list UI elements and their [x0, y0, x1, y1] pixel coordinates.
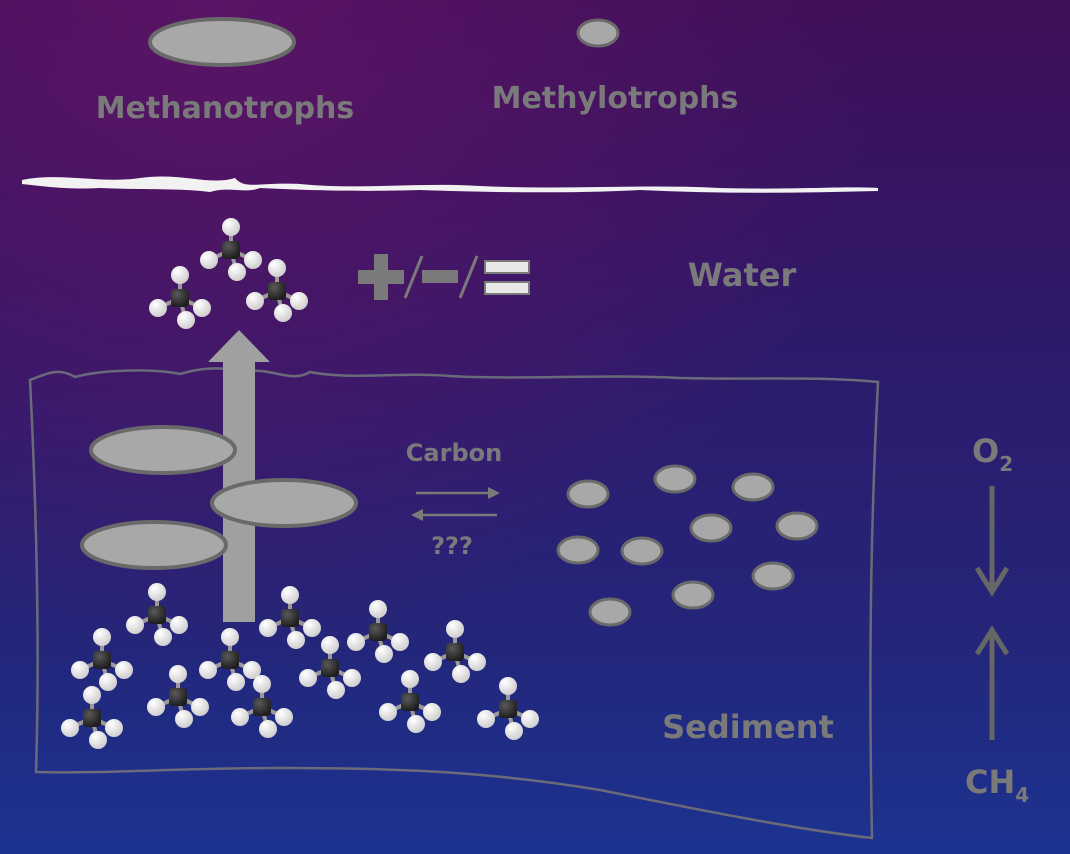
methylotroph-legend-cell — [576, 18, 620, 48]
minus-icon — [422, 270, 458, 283]
methane-up-arrow-icon — [974, 625, 1010, 740]
methylotroph-cell — [653, 464, 697, 494]
methylotroph-cell — [671, 580, 715, 610]
methane-molecule — [475, 675, 541, 742]
slash-icon — [403, 255, 424, 299]
methylotroph-cell — [588, 597, 632, 627]
methane-molecule — [198, 216, 264, 283]
water-surface-line — [22, 176, 878, 193]
methylotroph-cell — [566, 479, 610, 509]
oxygen-label: O2 — [972, 432, 1013, 476]
methane-molecule — [147, 264, 213, 331]
effect-symbols — [358, 254, 530, 300]
methanotroph-cell — [80, 520, 228, 570]
methylotroph-cell — [556, 535, 600, 565]
methane-molecule — [197, 626, 263, 693]
equals-icon — [484, 260, 530, 295]
exchange-arrows-icon — [411, 487, 500, 521]
methane-molecule — [145, 663, 211, 730]
methylotroph-cell — [751, 561, 795, 591]
methane-label: CH4 — [965, 763, 1029, 807]
methane-molecule — [59, 684, 125, 751]
methanotrophs-label: Methanotrophs — [96, 91, 355, 126]
unknown-label: ??? — [431, 532, 473, 560]
methanotroph-cell — [210, 478, 358, 528]
methanotroph-cell — [89, 425, 237, 475]
methane-molecule — [377, 668, 443, 735]
methane-molecule — [257, 584, 323, 651]
methylotroph-cell — [775, 511, 819, 541]
water-label: Water — [688, 256, 797, 294]
oxygen-down-arrow-icon — [974, 486, 1010, 597]
carbon-label: Carbon — [406, 439, 502, 467]
plus-icon — [358, 254, 404, 300]
slash-icon — [458, 255, 479, 299]
methylotroph-cell — [731, 472, 775, 502]
methane-molecule — [69, 626, 135, 693]
upward-flux-arrow-icon — [208, 330, 270, 622]
methylotroph-cell — [689, 513, 733, 543]
methylotrophs-label: Methylotrophs — [492, 81, 739, 116]
methanotroph-legend-cell — [148, 17, 296, 67]
sediment-label: Sediment — [662, 708, 834, 746]
methane-molecule — [422, 618, 488, 685]
methane-molecule — [345, 598, 411, 665]
methane-molecule — [124, 581, 190, 648]
methylotroph-cell — [620, 536, 664, 566]
